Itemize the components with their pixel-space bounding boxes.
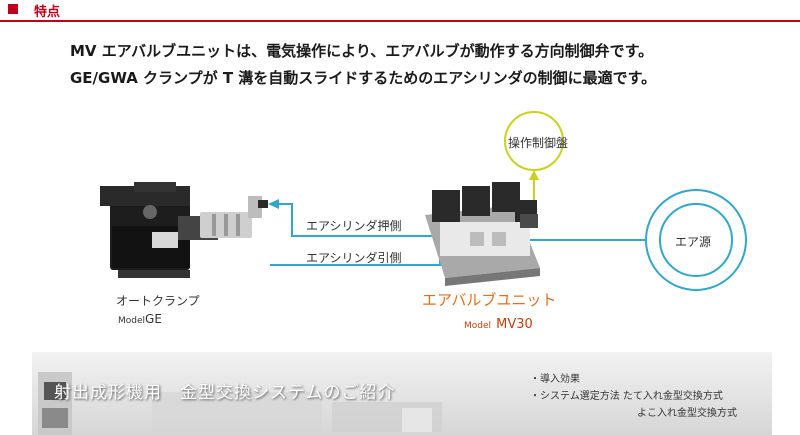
description-line-2: GE/GWA クランプが T 溝を自動スライドするためのエアシリンダの制御に最適… bbox=[70, 69, 657, 87]
auto-clamp-model-code: GE bbox=[145, 312, 162, 326]
section-marker-icon bbox=[8, 4, 18, 14]
section-header: 特点 bbox=[0, 0, 800, 22]
control-panel-circle bbox=[504, 111, 564, 171]
valve-unit-model-code: MV30 bbox=[496, 317, 533, 332]
banner-title: 射出成形機用 金型交換システムのご紹介 bbox=[54, 383, 396, 403]
valve-unit-model-prefix: Model bbox=[464, 321, 492, 331]
pull-side-label: エアシリンダ引側 bbox=[306, 251, 402, 265]
section-title: 特点 bbox=[34, 5, 61, 20]
banner-link-effects[interactable]: ・導入効果 bbox=[530, 374, 580, 385]
system-diagram bbox=[100, 111, 747, 291]
air-line-push bbox=[268, 199, 445, 237]
push-side-label: エアシリンダ押側 bbox=[306, 219, 402, 233]
banner-link-selection[interactable]: ・システム選定方法 たて入れ金型交換方式 bbox=[530, 391, 723, 402]
control-panel-label: 操作制御盤 bbox=[508, 136, 569, 150]
air-source-label: エア源 bbox=[675, 235, 712, 249]
auto-clamp-name: オートクランプ bbox=[116, 294, 200, 308]
valve-unit-model: Model MV30 bbox=[464, 313, 533, 332]
auto-clamp-model-prefix: Model bbox=[118, 316, 146, 326]
system-intro-banner[interactable]: 射出成形機用 金型交換システムのご紹介 bbox=[32, 352, 772, 435]
air-line-source bbox=[516, 235, 645, 245]
valve-unit-name: エアバルブユニット bbox=[422, 291, 557, 309]
banner-machines-image bbox=[38, 372, 442, 435]
banner-link-horizontal[interactable]: よこ入れ金型交換方式 bbox=[637, 408, 737, 419]
auto-clamp-image bbox=[100, 182, 268, 278]
air-source-icon bbox=[645, 189, 747, 291]
description-line-1: MV エアバルブユニットは、電気操作により、エアバルブが動作する方向制御弁です。 bbox=[70, 42, 654, 60]
auto-clamp-model: ModelGE bbox=[118, 308, 162, 327]
valve-unit-image bbox=[425, 182, 540, 286]
